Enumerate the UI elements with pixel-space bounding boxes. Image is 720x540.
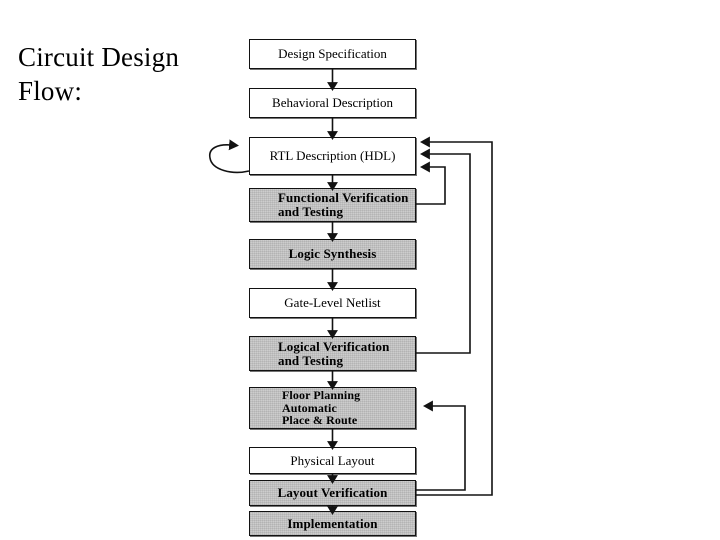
flow-node-rtl-description[interactable]: RTL Description (HDL) [249, 137, 416, 175]
flow-node-label: Physical Layout [290, 452, 375, 468]
flow-node-physical-layout[interactable]: Physical Layout [249, 447, 416, 474]
flow-node-logical-verification[interactable]: Logical Verification and Testing [249, 336, 416, 371]
flow-node-label: Logic Synthesis [288, 246, 377, 261]
flow-node-label: Design Specification [278, 46, 387, 61]
edge-logical-to-rtl [416, 148, 471, 354]
edge-rtl-self-loop [208, 139, 250, 174]
flow-node-label: Functional Verification and Testing [278, 190, 409, 219]
flow-node-design-specification[interactable]: Design Specification [249, 39, 416, 69]
flow-node-label: Layout Verification [277, 485, 388, 500]
flow-node-label: RTL Description (HDL) [269, 148, 396, 163]
flow-node-logic-synthesis[interactable]: Logic Synthesis [249, 239, 416, 269]
flow-node-label: Gate-Level Netlist [284, 295, 381, 310]
flow-node-implementation[interactable]: Implementation [249, 511, 416, 536]
flow-node-label: Behavioral Description [272, 95, 393, 110]
edge-layout-verification-to-floor-planning [416, 400, 466, 491]
flow-node-functional-verification[interactable]: Functional Verification and Testing [249, 188, 416, 222]
flow-node-label: Implementation [287, 515, 378, 531]
flow-node-layout-verification[interactable]: Layout Verification [249, 480, 416, 506]
flow-node-behavioral-description[interactable]: Behavioral Description [249, 88, 416, 118]
edge-functional-to-rtl [416, 161, 446, 205]
edge-layout-verification-to-rtl [416, 136, 493, 496]
page-title: Circuit Design Flow: [18, 42, 180, 106]
flow-node-floor-planning[interactable]: Floor Planning Automatic Place & Route [249, 387, 416, 429]
flow-node-label: Floor Planning Automatic Place & Route [282, 388, 361, 428]
flow-node-label: Logical Verification and Testing [278, 338, 390, 368]
flow-node-gate-level-netlist[interactable]: Gate-Level Netlist [249, 288, 416, 318]
